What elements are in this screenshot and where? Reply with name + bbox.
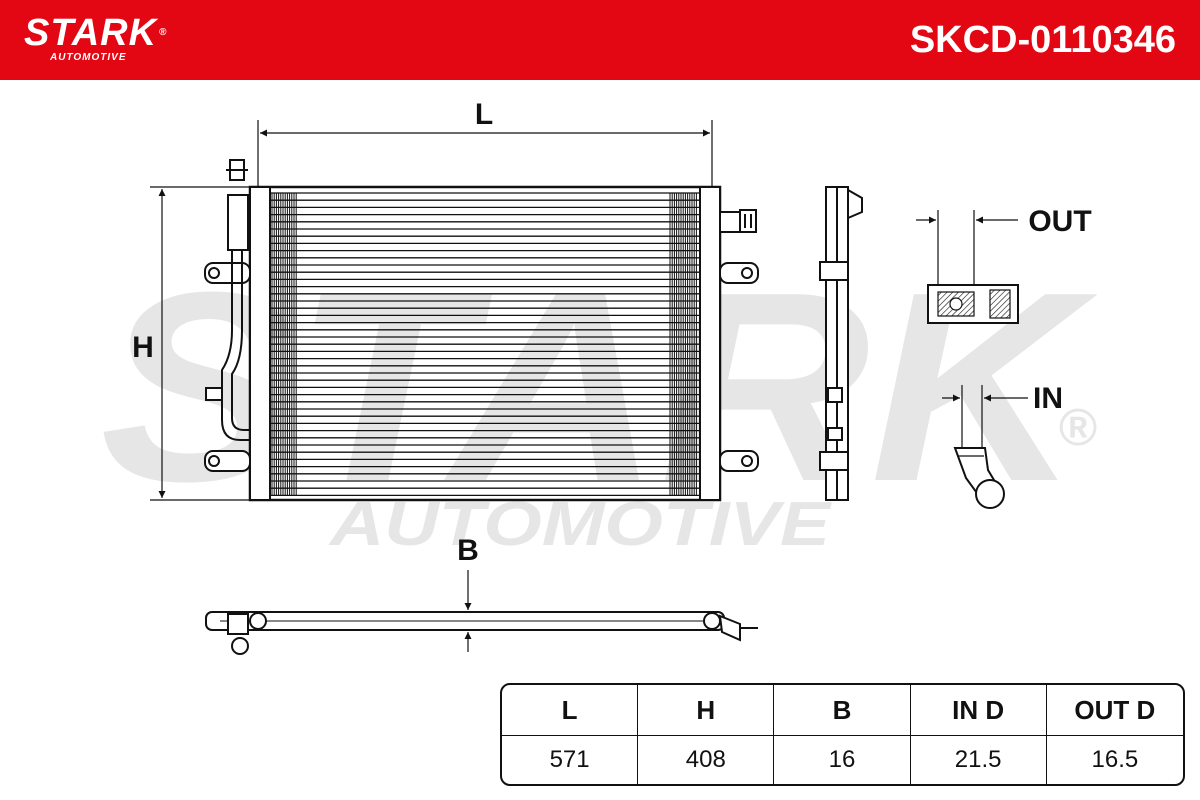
- label-height: H: [132, 331, 154, 364]
- watermark-registered-mark: ®: [1059, 399, 1097, 457]
- dimension-height: [150, 186, 250, 501]
- brand-subtitle: AUTOMOTIVE: [50, 52, 127, 63]
- spec-header-l: L: [502, 685, 639, 736]
- spec-header-out-d: OUT D: [1046, 685, 1183, 736]
- brand-registered-mark: ®: [159, 27, 168, 38]
- brand-logo: STARK® AUTOMOTIVE: [24, 14, 167, 64]
- condenser-top-view: [205, 570, 758, 655]
- mounting-brackets: [204, 262, 759, 472]
- label-depth: B: [457, 534, 479, 567]
- part-number: SKCD-0110346: [909, 19, 1176, 61]
- label-length: L: [475, 98, 493, 131]
- spec-value-l: 571: [502, 736, 639, 784]
- spec-table: L H B IN D OUT D 571 408 16 21.5 16.5: [500, 683, 1185, 786]
- outlet-fitting-detail: [916, 210, 1019, 324]
- spec-value-h: 408: [638, 736, 775, 784]
- spec-header-row: L H B IN D OUT D: [502, 685, 1183, 736]
- label-inlet: IN: [1033, 382, 1063, 415]
- spec-header-in-d: IN D: [910, 685, 1047, 736]
- header-bar: STARK® AUTOMOTIVE SKCD-0110346: [0, 0, 1200, 80]
- side-pipe: [205, 159, 250, 441]
- inlet-fitting-detail: [942, 385, 1028, 509]
- label-outlet: OUT: [1028, 205, 1091, 238]
- spec-header-h: H: [638, 685, 775, 736]
- condenser-side-view: [819, 186, 863, 501]
- brand-name: STARK: [24, 12, 158, 54]
- condenser-front-view: [204, 159, 759, 502]
- watermark-subtext: AUTOMOTIVE: [328, 490, 832, 559]
- spec-value-row: 571 408 16 21.5 16.5: [502, 736, 1183, 784]
- spec-header-b: B: [774, 685, 911, 736]
- right-connector: [719, 209, 757, 233]
- technical-drawing: STARK AUTOMOTIVE ® L H: [100, 98, 1102, 655]
- spec-value-b: 16: [774, 736, 911, 784]
- dimension-length: [257, 120, 713, 190]
- spec-value-in-d: 21.5: [911, 736, 1047, 784]
- spec-value-out-d: 16.5: [1091, 746, 1139, 773]
